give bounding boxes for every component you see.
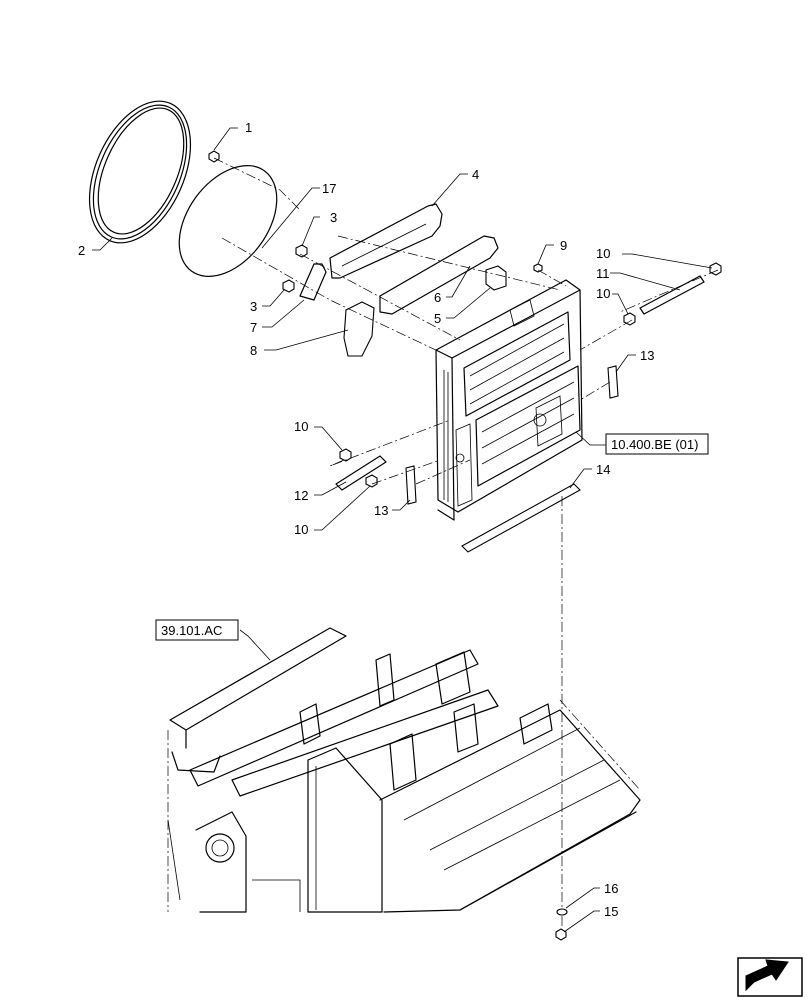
callout-13a: 13 bbox=[640, 348, 654, 363]
gasket-ring-part bbox=[178, 165, 278, 277]
callout-6: 6 bbox=[434, 290, 441, 305]
callout-11: 11 bbox=[596, 266, 610, 281]
callout-14: 14 bbox=[596, 462, 610, 477]
callout-10b: 10 bbox=[596, 286, 610, 301]
callout-10a: 10 bbox=[596, 246, 610, 261]
callout-10d: 10 bbox=[294, 522, 308, 537]
callout-10c: 10 bbox=[294, 419, 308, 434]
callout-9: 9 bbox=[560, 238, 567, 253]
washer-part bbox=[556, 908, 568, 916]
callout-8: 8 bbox=[250, 343, 257, 358]
callout-1: 1 bbox=[245, 120, 252, 135]
upper-bracket-part bbox=[329, 203, 443, 279]
callout-labels: 1 2 17 3 3 7 8 4 6 5 9 10 11 10 13 10 12… bbox=[78, 120, 654, 919]
reference-box-frame[interactable]: 39.101.AC bbox=[155, 619, 239, 641]
callout-13b: 13 bbox=[374, 503, 388, 518]
bottom-bolt-part bbox=[555, 928, 567, 941]
callout-7: 7 bbox=[250, 320, 257, 335]
callout-17: 17 bbox=[322, 181, 336, 196]
callout-16: 16 bbox=[604, 881, 618, 896]
bottom-strip-part bbox=[461, 483, 581, 553]
small-block-part bbox=[485, 265, 507, 291]
ring-seal-part bbox=[88, 100, 192, 244]
left-rod-part bbox=[335, 448, 387, 491]
callout-2: 2 bbox=[78, 243, 85, 258]
centerlines bbox=[213, 157, 719, 930]
foam-strip-part bbox=[405, 365, 619, 505]
lower-bracket-part bbox=[379, 235, 499, 315]
callout-3b: 3 bbox=[250, 299, 257, 314]
reference-box-cooling[interactable]: 10.400.BE (01) bbox=[605, 433, 709, 455]
leader-lines bbox=[92, 127, 713, 933]
cooler-assembly bbox=[435, 279, 583, 521]
nut-part bbox=[208, 150, 220, 163]
reference-text-cooling: 10.400.BE (01) bbox=[611, 437, 698, 452]
callout-4: 4 bbox=[472, 167, 479, 182]
left-bracket-part bbox=[299, 263, 327, 301]
foam-pad-part bbox=[343, 301, 375, 357]
bolt-part bbox=[282, 244, 308, 293]
rod-part bbox=[623, 262, 722, 326]
reference-text-frame: 39.101.AC bbox=[161, 623, 222, 638]
next-page-arrow-icon[interactable] bbox=[737, 957, 803, 997]
callout-15: 15 bbox=[604, 904, 618, 919]
callout-12: 12 bbox=[294, 488, 308, 503]
callout-5: 5 bbox=[434, 311, 441, 326]
callout-3a: 3 bbox=[330, 210, 337, 225]
machine-frame bbox=[167, 627, 641, 913]
nut-part-9 bbox=[533, 263, 543, 273]
